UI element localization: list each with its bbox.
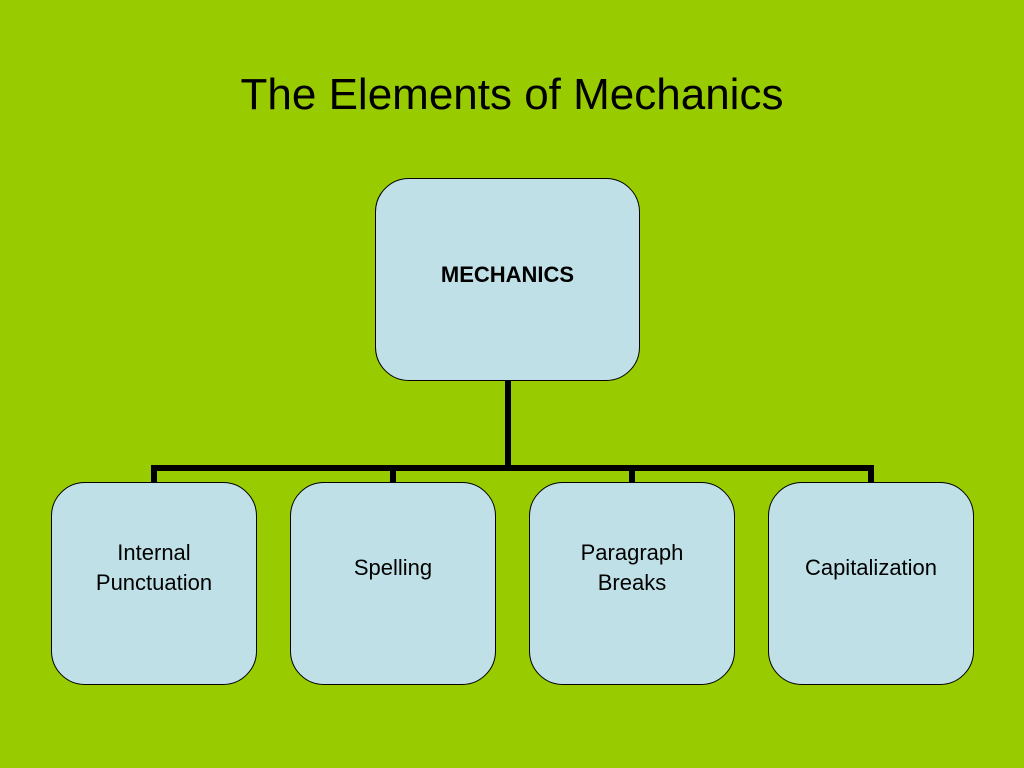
child-node-label: Spelling (353, 554, 433, 580)
child-node-capitalization: Capitalization (768, 482, 974, 685)
slide-title: The Elements of Mechanics (240, 70, 784, 119)
child-node-spelling: Spelling (290, 482, 496, 685)
root-node-label: MECHANICS (440, 261, 575, 287)
root-node-mechanics: MECHANICS (375, 178, 640, 381)
child-node-internal-punctuation: Internal Punctuation (51, 482, 257, 685)
child-node-label: Paragraph Breaks (580, 539, 684, 595)
child-node-paragraph-breaks: Paragraph Breaks (529, 482, 735, 685)
child-node-label: Capitalization (804, 554, 938, 580)
child-node-label: Internal Punctuation (95, 539, 213, 595)
